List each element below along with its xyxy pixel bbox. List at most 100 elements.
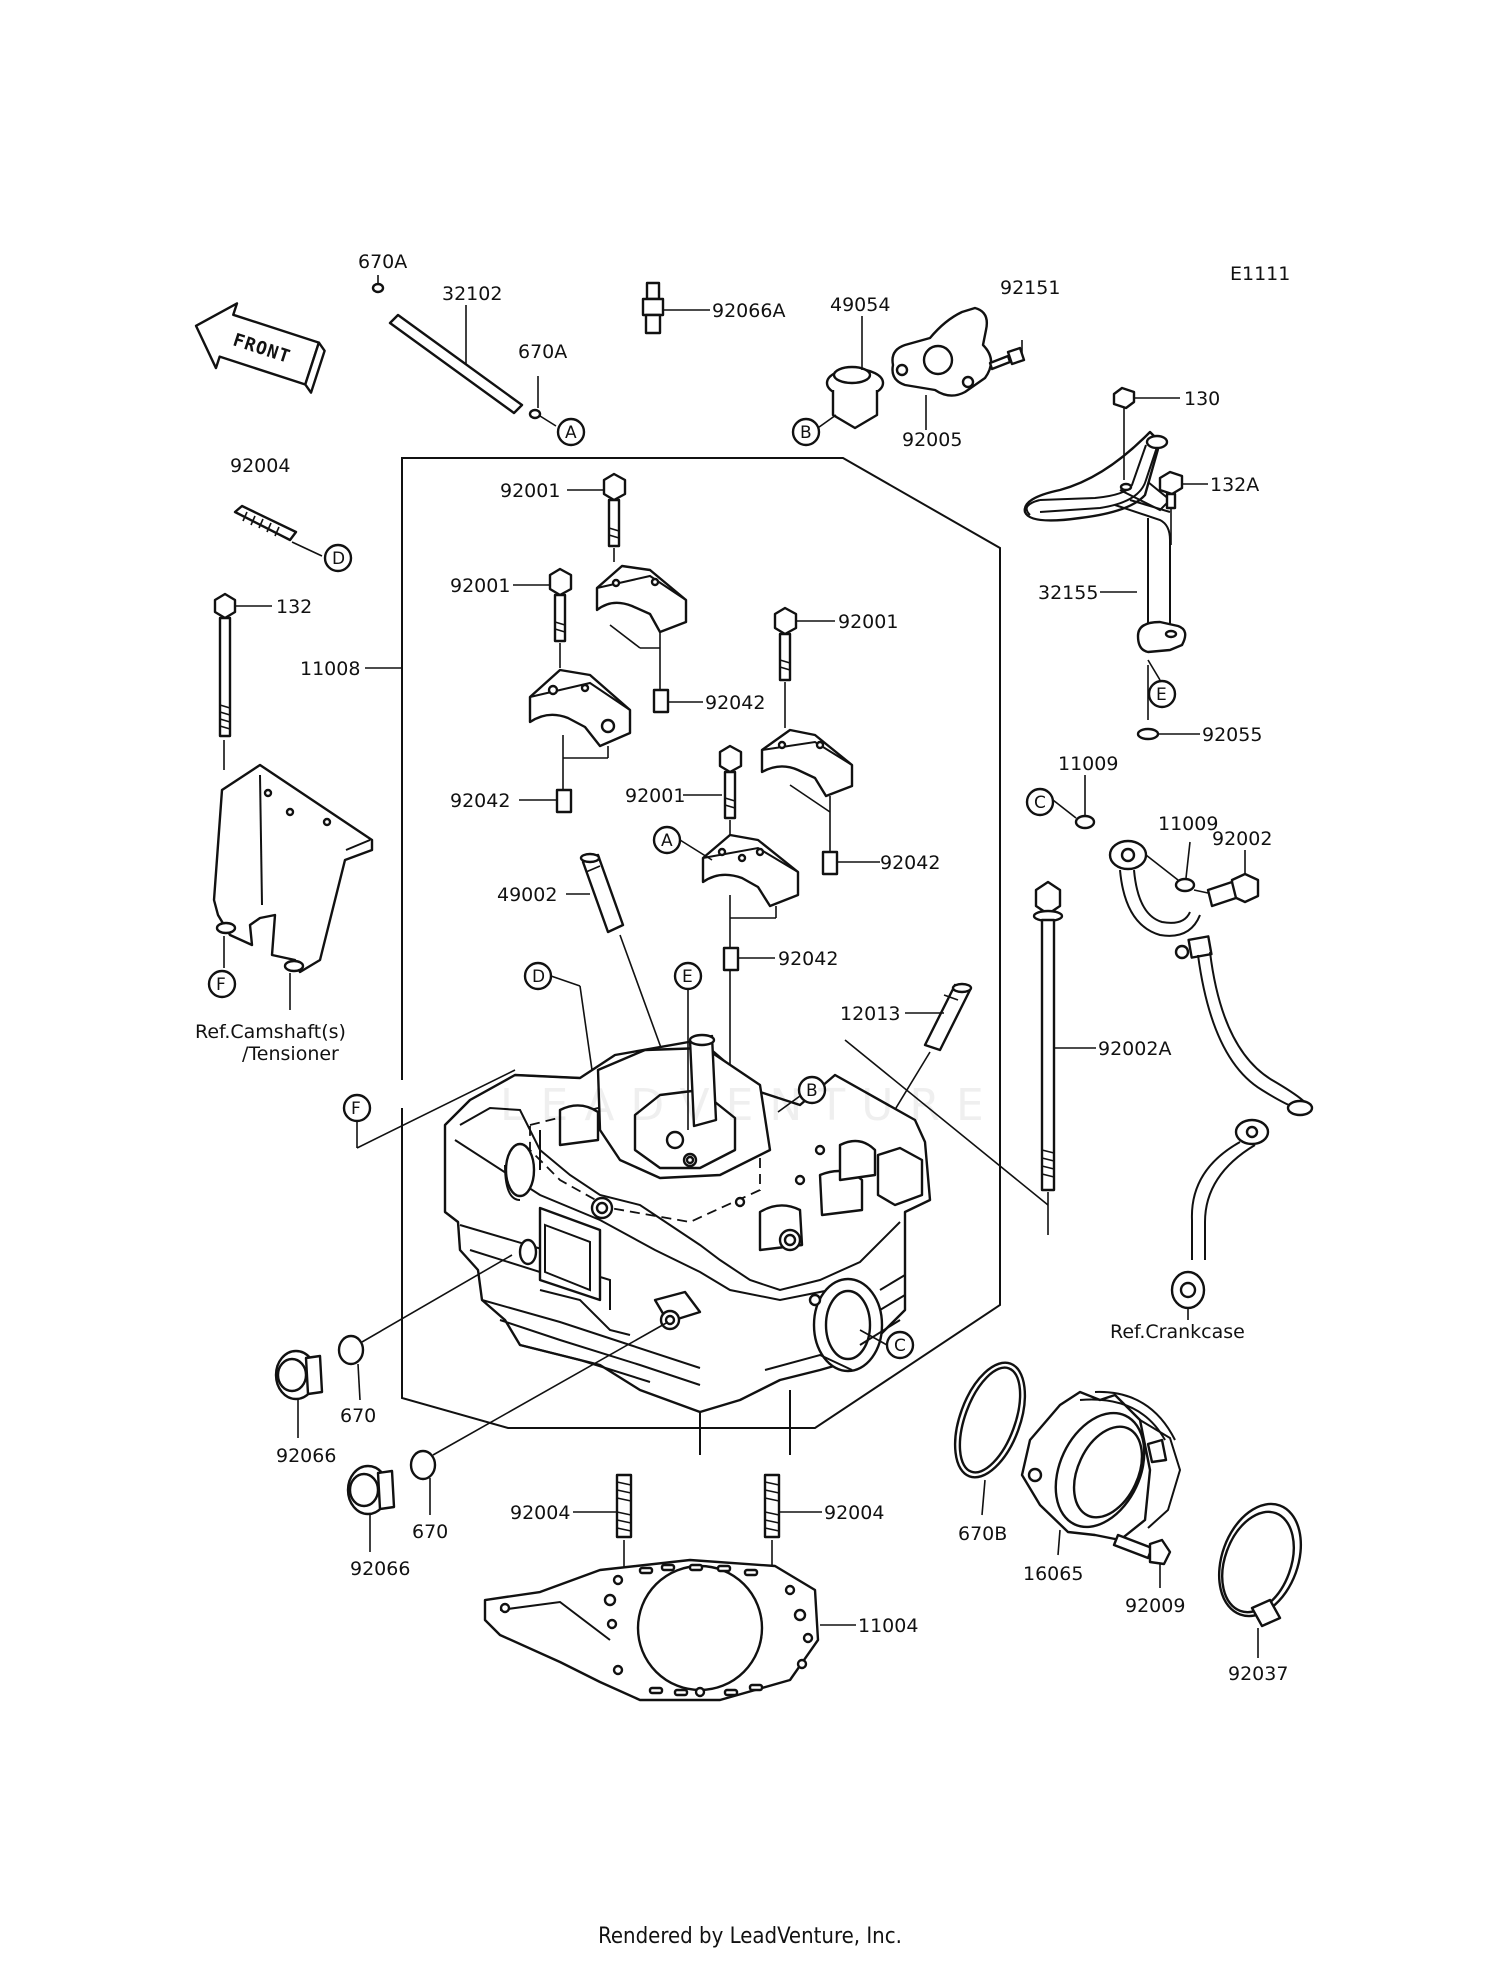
label-92037: 92037: [1228, 1663, 1288, 1685]
assembly-11008-boundary: [365, 457, 1001, 1429]
label-ref-tensioner: /Tensioner: [242, 1043, 339, 1065]
callout-B-thermostat: B: [791, 417, 821, 447]
callout-E-head: E: [673, 961, 703, 1130]
label-11004: 11004: [858, 1615, 918, 1637]
label-ref-crankcase: Ref.Crankcase: [1110, 1321, 1245, 1343]
cam-cap-1: [595, 564, 688, 634]
label-11009-a: 11009: [1058, 753, 1118, 775]
label-11009-b: 11009: [1158, 813, 1218, 835]
oring-670B: [953, 1361, 1027, 1516]
oring-670-a: [337, 1254, 513, 1401]
head-gasket-11004: [483, 1558, 856, 1702]
thermostat-49054: [825, 365, 885, 430]
label-32102: 32102: [442, 283, 502, 305]
label-670-a: 670: [340, 1405, 376, 1427]
svg-text:E: E: [682, 967, 693, 987]
oring-670-b: [409, 1321, 669, 1515]
label-92004-top: 92004: [230, 455, 290, 477]
footer-credit: Rendered by LeadVenture, Inc.: [598, 1924, 902, 1949]
label-670A-2: 670A: [518, 341, 567, 363]
housing-cover-92005: [891, 306, 993, 397]
label-12013: 12013: [840, 1003, 900, 1025]
cam-cap-3: [760, 728, 854, 798]
callout-B-head: B: [777, 1075, 827, 1113]
bolt-92009: [1112, 1533, 1172, 1588]
label-92005: 92005: [902, 429, 962, 451]
intake-holder-16065: [1020, 1390, 1182, 1556]
oil-pipe-32155: [1023, 430, 1187, 654]
callout-D-head: D: [523, 961, 593, 1071]
label-92009: 92009: [1125, 1595, 1185, 1617]
oil-line: [1052, 775, 1314, 1320]
label-670A-1: 670A: [358, 251, 407, 273]
bolt-92151: [988, 340, 1026, 371]
callout-F-head: F: [342, 1069, 516, 1149]
bolt-92001-a: [567, 472, 627, 562]
label-11008: 11008: [300, 658, 360, 680]
label-92004-a: 92004: [510, 1502, 570, 1524]
label-92151: 92151: [1000, 277, 1060, 299]
bolt-92002: [1193, 850, 1260, 908]
label-132A: 132A: [1210, 474, 1259, 496]
dowel-92042-b: [519, 735, 609, 814]
cam-cap-4: [701, 833, 800, 908]
watermark: LEADVENTURE: [500, 1080, 1000, 1131]
cam-cap-2: [528, 668, 632, 748]
stud-92004-b: [763, 1473, 822, 1575]
tensioner-guide: [212, 763, 374, 1010]
label-92042-b: 92042: [450, 790, 510, 812]
bolt-132: [213, 592, 272, 770]
svg-text:A: A: [565, 423, 577, 443]
label-92002: 92002: [1212, 828, 1272, 850]
label-92001-c: 92001: [838, 611, 898, 633]
front-arrow-icon: FRONT: [194, 302, 326, 394]
pipe-32102: [371, 275, 557, 427]
callout-F-guide: F: [207, 969, 237, 999]
label-49054: 49054: [830, 294, 890, 316]
svg-text:B: B: [800, 423, 812, 443]
dowel-92042-c: [789, 784, 880, 876]
label-92066-b: 92066: [350, 1558, 410, 1580]
stud-92004-a: [573, 1473, 633, 1575]
bolt-92001-c: [773, 606, 835, 728]
diagram-id: E1111: [1230, 263, 1290, 285]
callout-A-pipe: A: [556, 417, 586, 447]
callout-C-head: C: [859, 1329, 915, 1360]
label-92055: 92055: [1202, 724, 1262, 746]
svg-text:D: D: [332, 549, 345, 569]
clamp-92037: [1217, 1502, 1303, 1658]
svg-text:B: B: [806, 1081, 818, 1101]
bolt-132A: [1158, 470, 1208, 545]
label-16065: 16065: [1023, 1563, 1083, 1585]
bolt-92002A: [1032, 880, 1096, 1235]
label-32155: 32155: [1038, 582, 1098, 604]
label-92066A: 92066A: [712, 300, 785, 322]
label-ref-camshaft: Ref.Camshaft(s): [195, 1021, 346, 1043]
cylinder-head: [443, 1033, 932, 1455]
leader-12013-to-head: [844, 1039, 1049, 1206]
bolt-92001-b: [513, 567, 573, 668]
callout-A-cap: A: [652, 825, 713, 861]
svg-text:E: E: [1156, 685, 1167, 705]
label-92042-d: 92042: [778, 948, 838, 970]
callout-E-pipe: E: [1147, 659, 1177, 709]
label-130: 130: [1184, 388, 1220, 410]
label-92001-b: 92001: [450, 575, 510, 597]
label-670-b: 670: [412, 1521, 448, 1543]
svg-text:A: A: [661, 831, 673, 851]
svg-text:D: D: [532, 967, 545, 987]
valve-guide-49002: [566, 852, 701, 1156]
dowel-92042-a: [609, 624, 703, 714]
label-92001-d: 92001: [625, 785, 685, 807]
svg-text:F: F: [216, 975, 226, 995]
label-92042-c: 92042: [880, 852, 940, 874]
callout-C-top: C: [1025, 787, 1055, 817]
label-92002A: 92002A: [1098, 1038, 1171, 1060]
callout-D-stud: D: [323, 543, 353, 573]
svg-text:F: F: [351, 1099, 361, 1119]
label-92066-a: 92066: [276, 1445, 336, 1467]
label-92042-a: 92042: [705, 692, 765, 714]
svg-text:C: C: [1034, 793, 1046, 813]
svg-text:C: C: [894, 1336, 906, 1356]
